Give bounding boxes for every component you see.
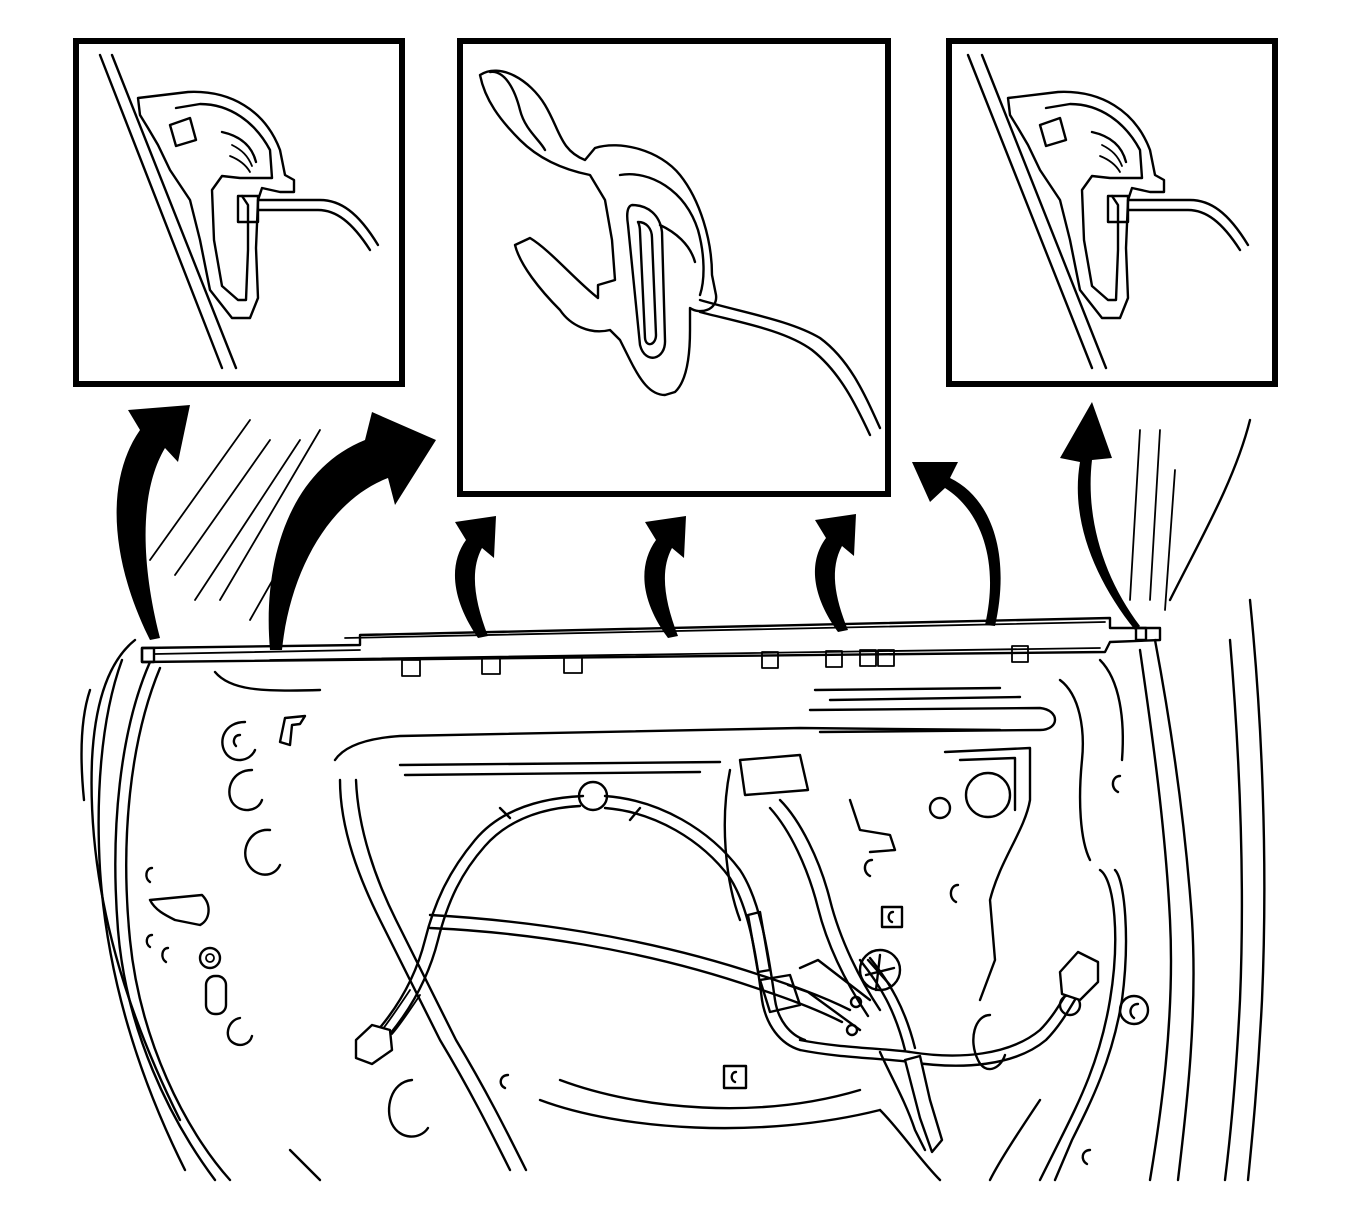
door-edges [80,418,1266,1182]
access-holes [145,714,1150,1166]
retainer-clip-center-icon [478,69,882,437]
window-glass-lines [149,419,1176,621]
retainer-clip-right-icon [966,53,1250,370]
detail-inset-center [457,38,891,497]
belt-molding-strip [140,616,1162,677]
curved-arrow-icon [1060,402,1140,630]
detail-inset-left [73,38,405,387]
harness-connector-left [354,1023,394,1066]
curved-arrow-icon [116,405,190,640]
retainer-clip-left-icon [98,53,380,370]
curved-arrows [116,402,1140,650]
inner-panel-contours [213,658,1128,1182]
curved-arrow-icon [454,516,496,638]
curved-arrow-icon [644,516,686,638]
wiring-harness [354,780,1100,1154]
belt-molding-clip-slots [401,645,1029,677]
curved-arrow-icon [814,514,856,632]
detail-inset-right [946,38,1278,387]
door-panel [80,418,1266,1182]
harness-connector-right [1058,950,1100,1002]
curved-arrow-icon [268,412,436,650]
curved-arrow-icon [912,462,1001,626]
harness-tape-wrap [903,1054,944,1154]
